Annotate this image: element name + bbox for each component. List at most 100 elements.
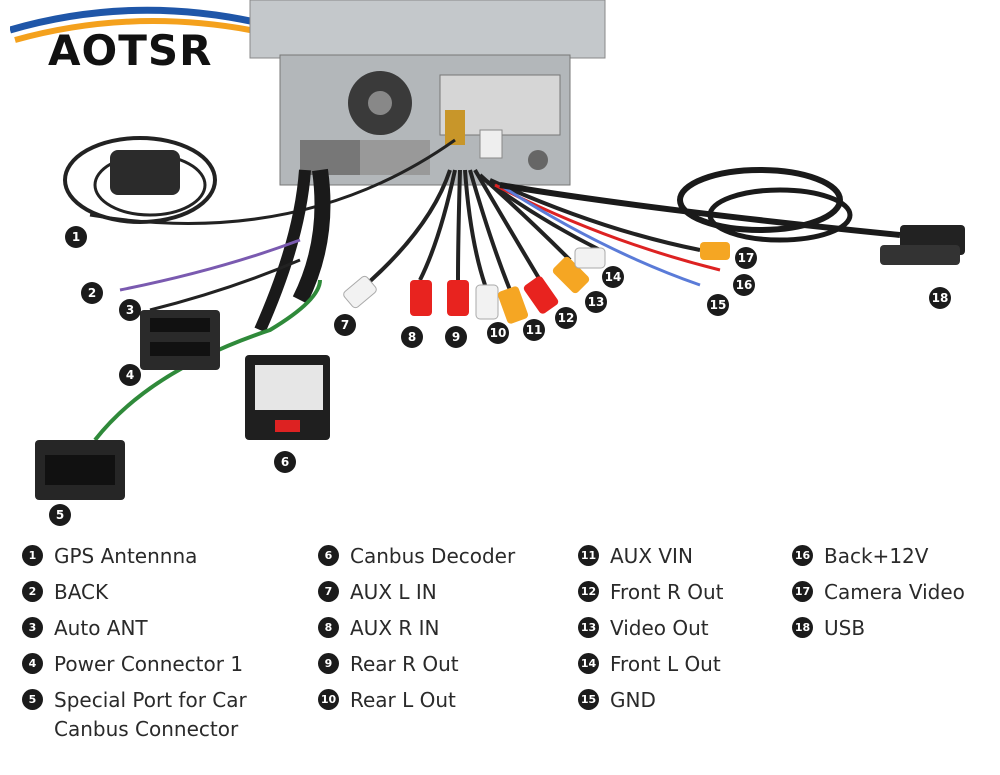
legend-number-badge: 11 xyxy=(578,545,599,566)
legend-number-badge: 5 xyxy=(22,689,43,710)
legend-number-badge: 9 xyxy=(318,653,339,674)
callout-badge xyxy=(707,294,729,316)
callout-number: 18 xyxy=(932,291,949,305)
legend-label: Power Connector 1 xyxy=(54,652,244,676)
legend-label: AUX VIN xyxy=(610,544,693,568)
callout-badge xyxy=(119,299,141,321)
legend-item: 12 Front R Out xyxy=(578,578,723,607)
callout-number: 15 xyxy=(710,298,727,312)
callout-number: 2 xyxy=(88,286,96,300)
head-unit xyxy=(249,0,606,186)
legend-item: 10 Rear L Out xyxy=(318,686,456,715)
callout-badge xyxy=(523,319,545,341)
legend-label: Rear L Out xyxy=(350,688,456,712)
canbus-decoder xyxy=(245,355,330,440)
callout-badge xyxy=(487,322,509,344)
callout-badge xyxy=(733,274,755,296)
legend-number-badge: 15 xyxy=(578,689,599,710)
legend-item: 9 Rear R Out xyxy=(318,650,459,679)
legend-label: AUX L IN xyxy=(350,580,437,604)
usb-cable xyxy=(499,167,965,265)
callout-number: 9 xyxy=(452,330,460,344)
legend-number-badge: 10 xyxy=(318,689,339,710)
callout-number: 6 xyxy=(281,455,289,469)
callout-number: 14 xyxy=(605,270,622,284)
callout-number: 4 xyxy=(126,368,134,382)
legend-number-badge: 8 xyxy=(318,617,339,638)
legend-label: AUX R IN xyxy=(350,616,440,640)
legend-number-badge: 18 xyxy=(792,617,813,638)
callout-badge xyxy=(401,326,423,348)
callout-badge xyxy=(81,282,103,304)
legend-label: Special Port for Car Canbus Connector xyxy=(54,688,247,741)
legend-label: Camera Video xyxy=(824,580,965,604)
legend-number-badge: 13 xyxy=(578,617,599,638)
legend-number-badge: 2 xyxy=(22,581,43,602)
legend-item: 1 GPS Antennna xyxy=(22,542,197,571)
callout-badge xyxy=(929,287,951,309)
callout-number: 13 xyxy=(588,295,605,309)
callout-number: 5 xyxy=(56,508,64,522)
legend-label: USB xyxy=(824,616,866,640)
legend-item: 5 Special Port for Car Canbus Connector xyxy=(22,686,247,744)
legend-item: 7 AUX L IN xyxy=(318,578,437,607)
legend-label: GPS Antennna xyxy=(54,544,198,568)
legend-number-badge: 3 xyxy=(22,617,43,638)
legend-item: 2 BACK xyxy=(22,578,108,607)
callout-number: 16 xyxy=(736,278,753,292)
legend-label: Rear R Out xyxy=(350,652,459,676)
legend-label: Video Out xyxy=(610,616,709,640)
callout-number: 1 xyxy=(72,230,80,244)
legend-label: GND xyxy=(610,688,656,712)
antenna-socket-icon xyxy=(445,110,465,145)
gps-antenna xyxy=(63,136,456,225)
legend-number-badge: 12 xyxy=(578,581,599,602)
legend-number-badge: 1 xyxy=(22,545,43,566)
legend-item: 18 USB xyxy=(792,614,865,643)
legend-item: 13 Video Out xyxy=(578,614,709,643)
legend-label: Auto ANT xyxy=(54,616,148,640)
legend-item: 15 GND xyxy=(578,686,656,715)
power-connector xyxy=(140,310,220,370)
brand-logo: AOTSR xyxy=(9,0,260,80)
legend-number-badge: 7 xyxy=(318,581,339,602)
logo-swoosh-icon xyxy=(9,6,256,43)
callout-badge xyxy=(274,451,296,473)
legend-item: 6 Canbus Decoder xyxy=(318,542,515,571)
callout-number: 11 xyxy=(526,323,543,337)
callout-badge xyxy=(602,266,624,288)
callout-number: 12 xyxy=(558,311,575,325)
callout-number: 8 xyxy=(408,330,416,344)
callout-number: 3 xyxy=(126,303,134,317)
legend-item: 11 AUX VIN xyxy=(578,542,693,571)
callout-badge xyxy=(334,314,356,336)
legend-number-badge: 14 xyxy=(578,653,599,674)
legend-item: 4 Power Connector 1 xyxy=(22,650,243,679)
legend-item: 14 Front L Out xyxy=(578,650,721,679)
legend-label: BACK xyxy=(54,580,109,604)
canbus-port xyxy=(35,440,125,500)
callout-badge xyxy=(555,307,577,329)
legend-number-badge: 6 xyxy=(318,545,339,566)
legend-number-badge: 4 xyxy=(22,653,43,674)
legend-label: Back+12V xyxy=(824,544,929,568)
callout-badge xyxy=(445,326,467,348)
legend-item: 8 AUX R IN xyxy=(318,614,440,643)
callout-number: 10 xyxy=(490,326,507,340)
callout-badge xyxy=(49,504,71,526)
callout-number: 17 xyxy=(738,251,755,265)
callout-number: 7 xyxy=(341,318,349,332)
callout-badge xyxy=(735,247,757,269)
legend-label: Front L Out xyxy=(610,652,721,676)
legend-label: Front R Out xyxy=(610,580,724,604)
legend-number-badge: 16 xyxy=(792,545,813,566)
callout-badge xyxy=(65,226,87,248)
legend-item: 16 Back+12V xyxy=(792,542,928,571)
callout-badge xyxy=(119,364,141,386)
legend-label: Canbus Decoder xyxy=(350,544,516,568)
rca-bundle xyxy=(343,168,730,324)
